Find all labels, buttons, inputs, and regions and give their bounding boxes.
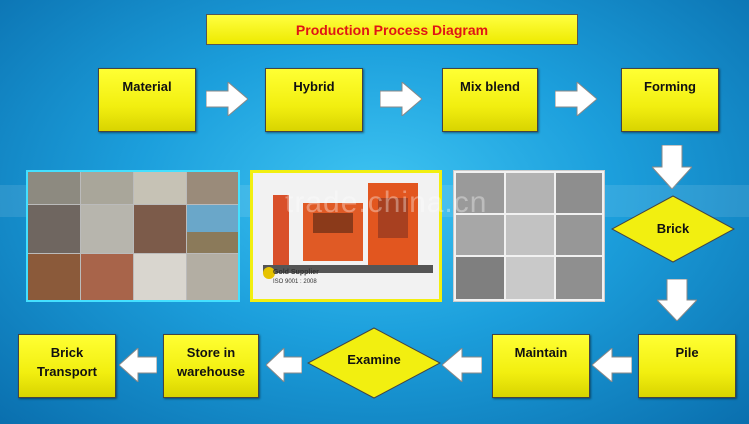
materials-photo <box>26 170 240 302</box>
arrow-down-icon <box>657 279 697 321</box>
step-forming: Forming <box>621 68 719 132</box>
step-pile: Pile <box>638 334 736 398</box>
bricks-collage <box>454 171 604 301</box>
step-mix-blend: Mix blend <box>442 68 538 132</box>
arrow-right-icon <box>380 82 422 116</box>
arrow-left-icon <box>266 348 302 382</box>
arrow-down-icon <box>652 145 692 189</box>
step-hybrid: Hybrid <box>265 68 363 132</box>
watermark-text: trade.china.cn <box>285 186 488 219</box>
arrow-right-icon <box>555 82 597 116</box>
step-store: Store in warehouse <box>163 334 259 398</box>
materials-collage <box>28 172 238 300</box>
step-material: Material <box>98 68 196 132</box>
diagram-title: Production Process Diagram <box>206 14 578 45</box>
brick-diamond <box>611 195 735 263</box>
iso-badge: ISO 9001 : 2008 <box>273 279 317 285</box>
arrow-left-icon <box>119 348 157 382</box>
arrow-right-icon <box>206 82 248 116</box>
examine-diamond <box>307 327 441 399</box>
step-brick: Brick <box>656 221 690 236</box>
gold-supplier-badge: Gold Supplier <box>273 269 319 276</box>
arrow-left-icon <box>592 348 632 382</box>
machine-photo: Gold Supplier ISO 9001 : 2008 <box>250 170 442 302</box>
bricks-photo <box>453 170 605 302</box>
step-maintain: Maintain <box>492 334 590 398</box>
step-transport: Brick Transport <box>18 334 116 398</box>
arrow-left-icon <box>442 348 482 382</box>
brick-machine-image <box>253 173 439 299</box>
step-examine: Examine <box>347 352 401 367</box>
